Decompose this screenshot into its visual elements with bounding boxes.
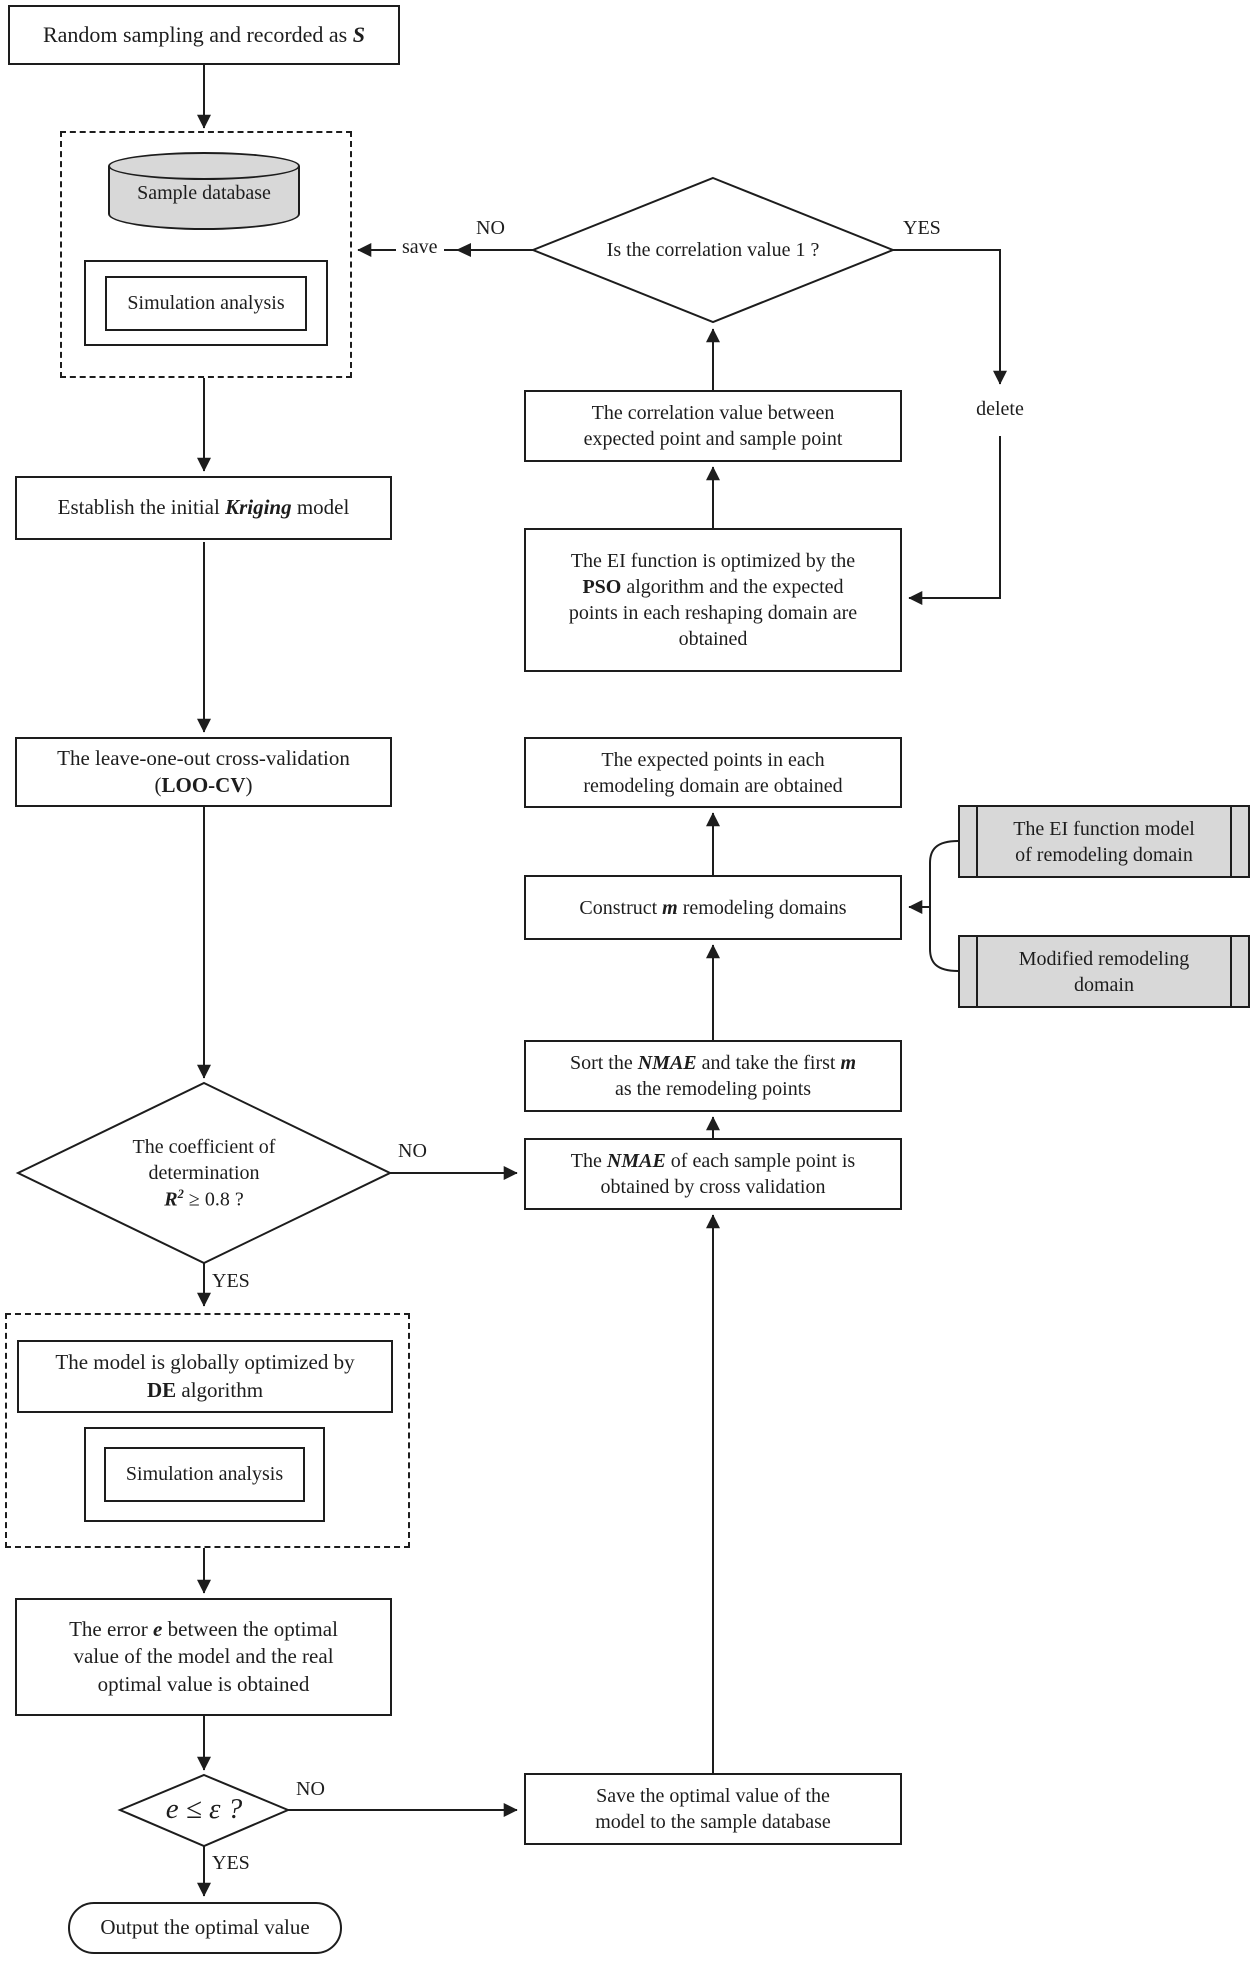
node-establish-kriging-text: Establish the initial Kriging model (57, 495, 350, 520)
node-loocv: The leave-one-out cross-validation (LOO-… (15, 737, 392, 807)
simulation-analysis-label-2: Simulation analysis (103, 1447, 306, 1502)
label-yes-eps: YES (212, 1852, 250, 1874)
procbar-left (976, 807, 978, 876)
corrvalue-line1: The correlation value between (591, 402, 835, 424)
error-line3: optimal value is obtained (97, 1671, 310, 1696)
de-line1: The model is globally optimized by (55, 1350, 355, 1375)
node-construct-domains: Construct m remodeling domains (524, 875, 902, 940)
simulation-analysis-box-2: Simulation analysis (84, 1427, 325, 1522)
node-output-optimal: Output the optimal value (68, 1902, 342, 1954)
diamond-r2-text: The coefficient of determination R2 ≥ 0.… (54, 1105, 354, 1241)
cylinder-top-ellipse (108, 152, 300, 180)
procbar-left (976, 937, 978, 1006)
ei-line4: obtained (678, 628, 748, 650)
save-line1: Save the optimal value of the (596, 1785, 830, 1807)
label-delete: delete (976, 398, 1024, 420)
node-sort-nmae: Sort the NMAE and take the first m as th… (524, 1040, 902, 1112)
bracket-gray-boxes (929, 840, 959, 972)
diamond-eps-text: e ≤ ε ? (165, 1793, 243, 1826)
r2-line2: determination (148, 1161, 260, 1184)
label-no-r2: NO (398, 1140, 427, 1162)
de-line2: DE algorithm (146, 1377, 264, 1402)
node-expected-points: The expected points in each remodeling d… (524, 737, 902, 808)
eimodel-line1: The EI function model (1013, 817, 1195, 840)
simulation-analysis-box-1: Simulation analysis (84, 260, 328, 346)
node-de-optimized: The model is globally optimized by DE al… (17, 1340, 393, 1413)
node-loocv-line2: (LOO-CV) (154, 773, 253, 797)
dashed-group-de-optimization (5, 1313, 410, 1548)
node-loocv-line1: The leave-one-out cross-validation (57, 745, 350, 770)
r2-line3: R2 ≥ 0.8 ? (164, 1186, 244, 1211)
sort-line2: as the remodeling points (614, 1078, 812, 1100)
node-nmae-cross-validation: The NMAE of each sample point is obtaine… (524, 1138, 902, 1210)
ei-line2: PSO algorithm and the expected (582, 576, 844, 598)
sample-database-label: Sample database (137, 182, 271, 204)
simulation-analysis-label-1: Simulation analysis (105, 275, 307, 331)
node-random-sampling: Random sampling and recorded as S (8, 5, 400, 65)
sample-database-cylinder: Sample database (108, 152, 300, 230)
label-no-correlation: NO (476, 217, 505, 239)
arrow-delete-to-ei (908, 436, 1001, 605)
save-mid-arrowhead (456, 243, 471, 257)
expected-line1: The expected points in each (601, 748, 825, 771)
node-error-obtained: The error e between the optimal value of… (15, 1598, 392, 1716)
r2-line1: The coefficient of (132, 1135, 276, 1158)
label-no-eps: NO (296, 1778, 325, 1800)
save-line2: model to the sample database (595, 1811, 831, 1833)
node-modified-domain: Modified remodeling domain (958, 935, 1250, 1008)
sort-line1: Sort the NMAE and take the first m (569, 1052, 857, 1074)
label-yes-r2: YES (212, 1270, 250, 1292)
expected-line2: remodeling domain are obtained (583, 774, 843, 797)
procbar-right (1230, 807, 1232, 876)
node-ei-function-model: The EI function model of remodeling doma… (958, 805, 1250, 878)
nmae-line1: The NMAE of each sample point is (570, 1150, 856, 1172)
ei-line1: The EI function is optimized by the (570, 550, 856, 572)
label-save: save (396, 235, 444, 259)
diamond-eps-shape (117, 1773, 291, 1848)
ei-line3: points in each reshaping domain are (568, 602, 858, 624)
error-line2: value of the model and the real (73, 1644, 334, 1669)
diamond-correlation-shape (530, 176, 896, 324)
error-line1: The error e between the optimal (69, 1617, 338, 1642)
diamond-correlation-text: Is the correlation value 1 ? (606, 239, 820, 261)
node-random-sampling-text: Random sampling and recorded as S (42, 21, 365, 47)
label-yes-correlation: YES (903, 217, 941, 239)
diamond-r2-shape (15, 1081, 393, 1265)
eimodel-line2: of remodeling domain (1015, 843, 1193, 866)
procbar-right (1230, 937, 1232, 1006)
construct-text: Construct m remodeling domains (579, 896, 847, 919)
corrvalue-line2: expected point and sample point (583, 428, 843, 450)
nmae-line2: obtained by cross validation (600, 1176, 826, 1198)
line-yes-right-down-delete (893, 249, 1007, 385)
node-ei-pso: The EI function is optimized by the PSO … (524, 528, 902, 672)
node-correlation-value: The correlation value between expected p… (524, 390, 902, 462)
node-establish-kriging: Establish the initial Kriging model (15, 476, 392, 540)
modified-line1: Modified remodeling (1018, 947, 1190, 970)
node-save-optimal: Save the optimal value of the model to t… (524, 1773, 902, 1845)
modified-line2: domain (1074, 973, 1134, 996)
dashed-group-sampling (60, 131, 352, 378)
